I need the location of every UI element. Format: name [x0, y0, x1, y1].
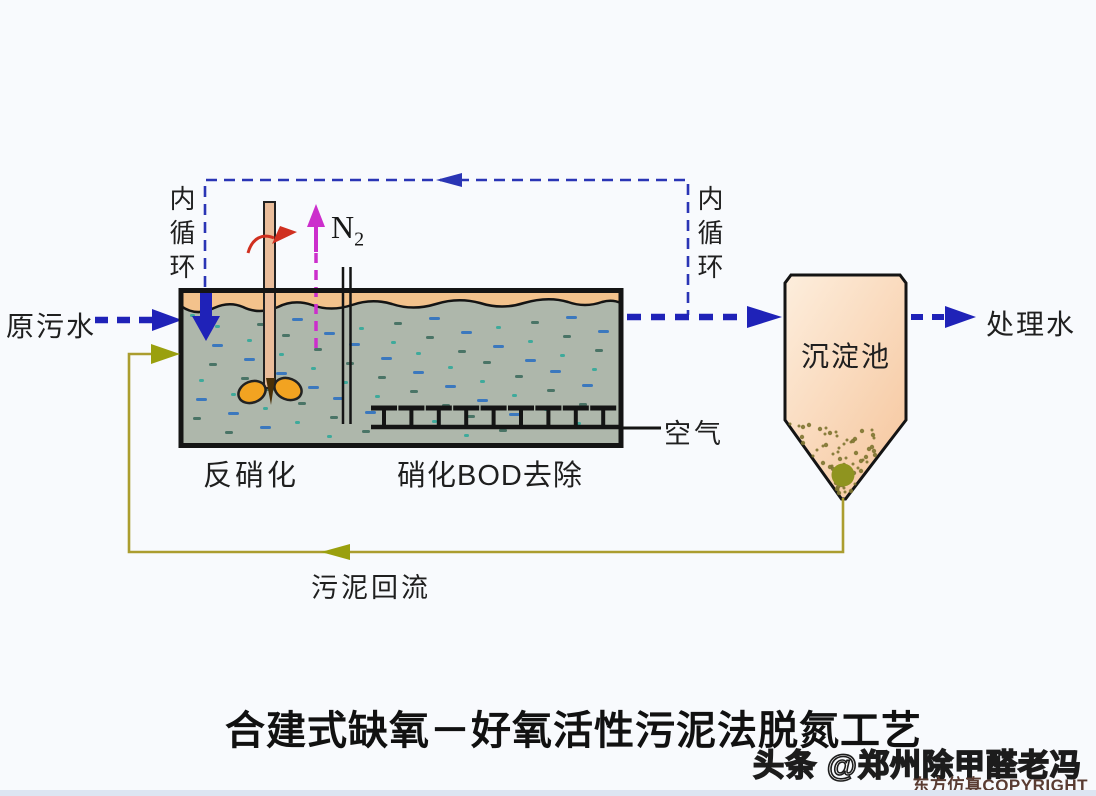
- nitrogen-subscript: 2: [354, 228, 365, 251]
- sludge-blob: [831, 463, 855, 487]
- aeration-tank-border: [178, 288, 624, 448]
- air-label: 空气: [664, 419, 724, 449]
- internal-circulation-label-left: 内循环: [166, 185, 196, 287]
- air-diffuser: [371, 405, 621, 430]
- effluent-label: 处理水: [986, 309, 1077, 340]
- impeller-blade: [273, 376, 303, 402]
- settling-tank-vessel: [783, 273, 908, 501]
- internal-circulation-label-right: 内循环: [694, 185, 724, 287]
- water-surface-wave-line: [180, 298, 622, 314]
- nitrogen-gas-label: N2: [331, 209, 364, 251]
- settling-tank-label: 沉淀池: [801, 341, 892, 372]
- internal-recirc-arrow-icon: [436, 173, 462, 187]
- effluent-arrow-icon: [945, 306, 976, 328]
- sludge-return-flow-arrow-icon: [321, 544, 350, 560]
- sludge-return-inlet-arrow-icon: [151, 344, 180, 364]
- bottom-edge-strip: [0, 790, 1096, 796]
- aerobic-zone-label: 硝化BOD去除: [397, 460, 583, 492]
- sludge-return-label: 污泥回流: [311, 573, 431, 603]
- mixer-shaft: [263, 201, 276, 389]
- influent-arrow-icon: [152, 309, 182, 331]
- sludge-return-line: [127, 352, 845, 554]
- mixer-rotation-arrow: [246, 234, 275, 254]
- downflow-arrow-icon: [192, 292, 220, 341]
- impeller-blade: [237, 379, 267, 405]
- nitrogen-symbol: N: [331, 209, 355, 245]
- n2-arrowhead-icon: [307, 204, 325, 227]
- anoxic-zone-label: 反硝化: [203, 460, 300, 492]
- settling-sludge-dots: [788, 422, 878, 496]
- impeller-hub: [266, 378, 275, 405]
- tank-to-settler-arrow-icon: [747, 306, 782, 328]
- mixer-rotation-arrowhead-icon: [272, 226, 297, 244]
- diagram-title: 合建式缺氧－好氧活性污泥法脱氮工艺: [225, 708, 922, 753]
- watermark-byline: 头条 @郑州除甲醛老冯: [752, 747, 1082, 784]
- influent-label: 原污水: [6, 311, 97, 342]
